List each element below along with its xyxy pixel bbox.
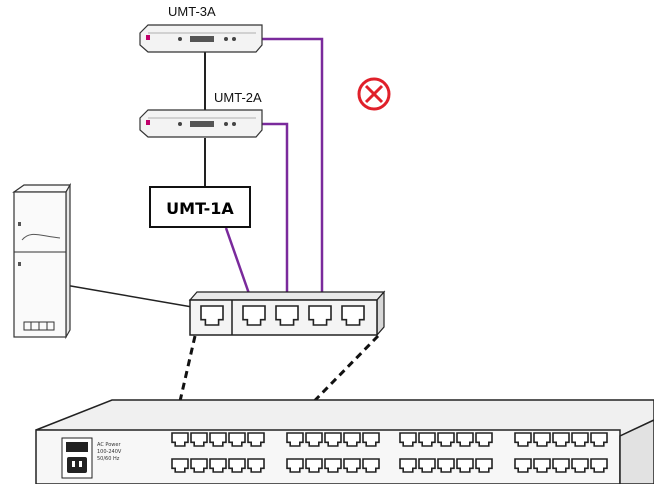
rack-port-15 <box>362 432 380 447</box>
rack-power-text-2: 100-240V <box>97 449 122 455</box>
rack-port-32 <box>533 432 551 447</box>
rack-port-35 <box>590 432 608 447</box>
patch-port-3 <box>275 305 299 326</box>
rack-port-19 <box>343 458 361 473</box>
umt2a-label: UMT-2A <box>214 90 262 105</box>
rack-port-37 <box>533 458 551 473</box>
cross-in-circle-icon <box>357 77 391 111</box>
rack-port-38 <box>552 458 570 473</box>
rack-port-26 <box>399 458 417 473</box>
rack-port-27 <box>418 458 436 473</box>
rack-port-40 <box>590 458 608 473</box>
rack-port-24 <box>456 432 474 447</box>
rack-switch: AC Power 100-240V 50/60 Hz <box>35 399 654 484</box>
rack-port-22 <box>418 432 436 447</box>
link-umt3a <box>262 37 324 305</box>
rack-port-3 <box>209 432 227 447</box>
rack-port-23 <box>437 432 455 447</box>
rack-port-12 <box>305 432 323 447</box>
patch-port-5 <box>341 305 365 326</box>
link-server-panel <box>64 284 199 309</box>
rack-port-31 <box>514 432 532 447</box>
cascade-links <box>64 52 206 309</box>
rack-port-25 <box>475 432 493 447</box>
rack-port-34 <box>571 432 589 447</box>
purple-links <box>224 37 324 306</box>
rack-port-14 <box>343 432 361 447</box>
rack-port-5 <box>247 432 265 447</box>
rack-port-33 <box>552 432 570 447</box>
rack-port-13 <box>324 432 342 447</box>
rack-power-text-1: AC Power <box>97 442 121 448</box>
rack-port-16 <box>286 458 304 473</box>
patch-port-1 <box>200 305 224 326</box>
rack-port-9 <box>228 458 246 473</box>
rack-port-20 <box>362 458 380 473</box>
patch-port-4 <box>308 305 332 326</box>
rack-ports <box>171 432 608 473</box>
rack-port-7 <box>190 458 208 473</box>
rack-port-21 <box>399 432 417 447</box>
rack-port-2 <box>190 432 208 447</box>
server-tower-icon <box>12 182 72 340</box>
patch-panel-ports <box>200 305 365 326</box>
umt3a-label: UMT-3A <box>168 4 216 19</box>
rack-port-6 <box>171 458 189 473</box>
rack-port-39 <box>571 458 589 473</box>
rack-port-18 <box>324 458 342 473</box>
patch-port-2 <box>242 305 266 326</box>
rack-port-11 <box>286 432 304 447</box>
rack-port-29 <box>456 458 474 473</box>
rack-port-10 <box>247 458 265 473</box>
umt1a-device: UMT-1A <box>149 186 251 228</box>
rack-power-text-3: 50/60 Hz <box>97 456 120 462</box>
rack-port-28 <box>437 458 455 473</box>
umt3a-device: UMT-3A <box>139 4 263 53</box>
rack-port-4 <box>228 432 246 447</box>
rack-port-8 <box>209 458 227 473</box>
umt1a-label: UMT-1A <box>166 199 234 218</box>
rack-port-1 <box>171 432 189 447</box>
umt2a-device: UMT-2A <box>139 90 263 138</box>
rack-port-30 <box>475 458 493 473</box>
link-umt2a <box>262 122 289 305</box>
rack-port-17 <box>305 458 323 473</box>
rack-port-36 <box>514 458 532 473</box>
patch-panel <box>188 290 386 337</box>
